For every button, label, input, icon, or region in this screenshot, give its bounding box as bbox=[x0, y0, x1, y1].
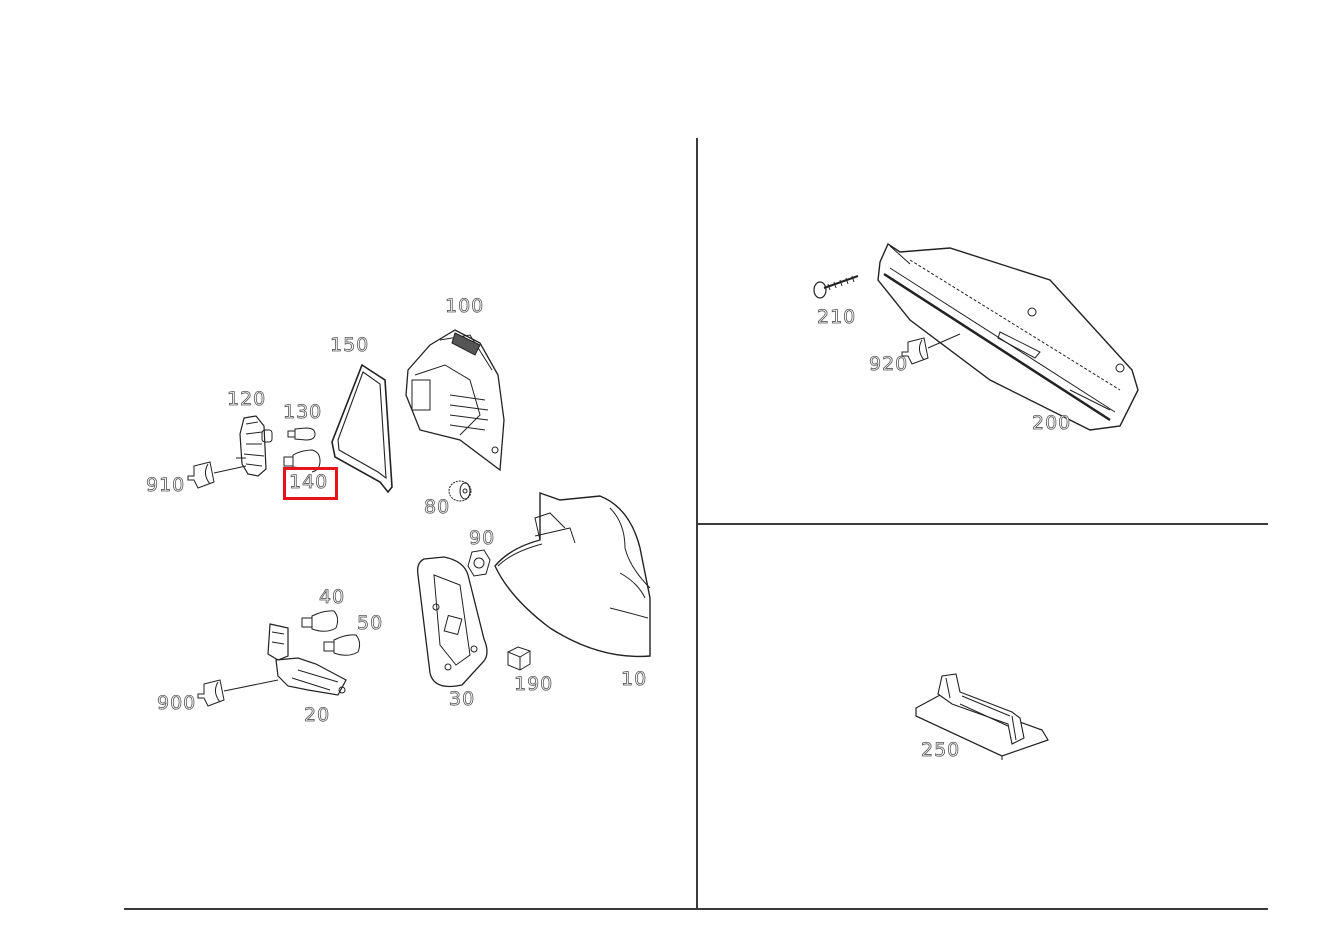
bulb-40-part[interactable] bbox=[300, 608, 342, 636]
part-label-100[interactable]: 100 bbox=[445, 295, 485, 317]
small-bulb-part[interactable] bbox=[286, 425, 318, 443]
part-label-910[interactable]: 910 bbox=[146, 474, 186, 496]
connector-920-part[interactable] bbox=[900, 330, 962, 366]
bulb-holder-part[interactable] bbox=[236, 414, 280, 480]
part-label-210[interactable]: 210 bbox=[817, 306, 857, 328]
mounting-plate-part[interactable] bbox=[412, 555, 492, 695]
selected-part-highlight bbox=[283, 467, 338, 500]
part-label-150[interactable]: 150 bbox=[330, 334, 370, 356]
lamp-housing-part[interactable] bbox=[400, 325, 510, 475]
socket-80-part[interactable] bbox=[440, 478, 476, 504]
part-label-80[interactable]: 80 bbox=[424, 496, 451, 518]
connector-910-part[interactable] bbox=[186, 458, 248, 492]
part-label-10[interactable]: 10 bbox=[621, 668, 648, 690]
part-label-40[interactable]: 40 bbox=[319, 586, 346, 608]
part-label-30[interactable]: 30 bbox=[449, 688, 476, 710]
part-label-120[interactable]: 120 bbox=[227, 388, 267, 410]
part-label-140[interactable]: 140 bbox=[289, 471, 329, 493]
vertical-divider bbox=[696, 138, 698, 910]
brake-light-200-part[interactable] bbox=[870, 240, 1142, 432]
part-label-250[interactable]: 250 bbox=[921, 739, 961, 761]
part-label-130[interactable]: 130 bbox=[283, 401, 323, 423]
screw-210-part[interactable] bbox=[810, 268, 862, 300]
part-label-90[interactable]: 90 bbox=[469, 527, 496, 549]
part-label-200[interactable]: 200 bbox=[1032, 412, 1072, 434]
part-label-50[interactable]: 50 bbox=[357, 612, 384, 634]
cover-250-part[interactable] bbox=[912, 668, 1054, 760]
nut-90-part[interactable] bbox=[466, 548, 492, 578]
part-label-190[interactable]: 190 bbox=[514, 673, 554, 695]
part-label-920[interactable]: 920 bbox=[869, 353, 909, 375]
gasket-frame-part[interactable] bbox=[330, 362, 400, 497]
bulb-50-part[interactable] bbox=[322, 632, 364, 660]
block-190-part[interactable] bbox=[504, 644, 534, 672]
tail-lamp-part[interactable] bbox=[490, 488, 655, 663]
connector-900-part[interactable] bbox=[196, 672, 280, 708]
bottom-baseline bbox=[124, 908, 1268, 910]
part-label-900[interactable]: 900 bbox=[157, 692, 197, 714]
right-horizontal-divider bbox=[697, 523, 1268, 525]
part-label-20[interactable]: 20 bbox=[304, 704, 331, 726]
bulb-carrier-20-part[interactable] bbox=[258, 620, 353, 700]
